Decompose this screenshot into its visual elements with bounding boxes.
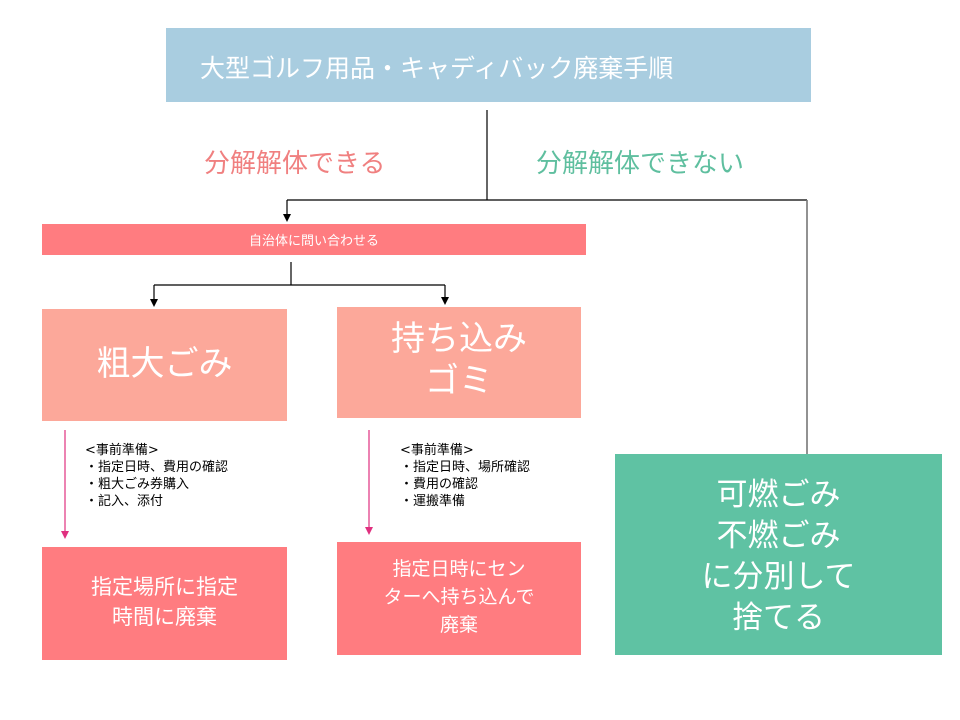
arrow-to-inquire [283, 214, 291, 222]
prep-item: ・指定日時、場所確認 [400, 460, 531, 475]
separate-line: 可燃ごみ [716, 476, 841, 513]
result-line: 廃棄 [439, 613, 478, 636]
carry-in-result-box: 指定日時にセン ターへ持ち込んで 廃棄 [337, 542, 581, 655]
bulky-waste-label: 粗大ごみ [96, 343, 233, 384]
carry-in-label-line: ゴミ [425, 360, 493, 401]
result-line: ターへ持ち込んで [383, 585, 535, 608]
prep-item: ・指定日時、費用の確認 [85, 460, 229, 475]
bulky-waste-box: 粗大ごみ [42, 309, 287, 421]
separate-disposal-box: 可燃ごみ 不燃ごみ に分別して 捨てる [615, 454, 942, 655]
inquire-text: 自治体に問い合わせる [248, 234, 379, 249]
inquire-municipality-box: 自治体に問い合わせる [42, 224, 586, 255]
separate-line: 不燃ごみ [716, 517, 841, 554]
page-title: 大型ゴルフ用品・キャディバック廃棄手順 [166, 28, 811, 102]
bulky-waste-preparation: <事前準備> ・指定日時、費用の確認 ・粗大ごみ券購入 ・記入、添付 [85, 442, 228, 510]
prep-item: ・運搬準備 [400, 494, 466, 509]
result-line: 時間に廃棄 [112, 604, 217, 629]
arrow-sodai-result [61, 531, 69, 539]
carry-in-preparation: <事前準備> ・指定日時、場所確認 ・費用の確認 ・運搬準備 [400, 442, 530, 510]
prep-item: ・記入、添付 [85, 494, 164, 509]
bulky-waste-result-box: 指定場所に指定 時間に廃棄 [42, 547, 287, 660]
branch-label-not-disassemblable: 分解解体できない [536, 149, 745, 179]
arrow-to-mochikomi [441, 297, 449, 305]
prep-item: ・粗大ごみ券購入 [85, 477, 190, 492]
separate-line: に分別して [701, 558, 856, 595]
prep-heading: <事前準備> [400, 443, 474, 458]
carry-in-label-line: 持ち込み [391, 318, 527, 359]
prep-item: ・費用の確認 [400, 477, 479, 492]
result-line: 指定場所に指定 [91, 574, 238, 599]
result-line: 指定日時にセン [392, 557, 526, 580]
arrow-mochikomi-result [365, 527, 373, 535]
arrow-to-sodai [150, 299, 158, 307]
carry-in-waste-box: 持ち込み ゴミ [337, 307, 581, 418]
separate-line: 捨てる [732, 599, 825, 636]
branch-label-disassemblable: 分解解体できる [204, 149, 386, 179]
prep-heading: <事前準備> [85, 443, 159, 458]
page-title-text: 大型ゴルフ用品・キャディバック廃棄手順 [200, 54, 674, 83]
